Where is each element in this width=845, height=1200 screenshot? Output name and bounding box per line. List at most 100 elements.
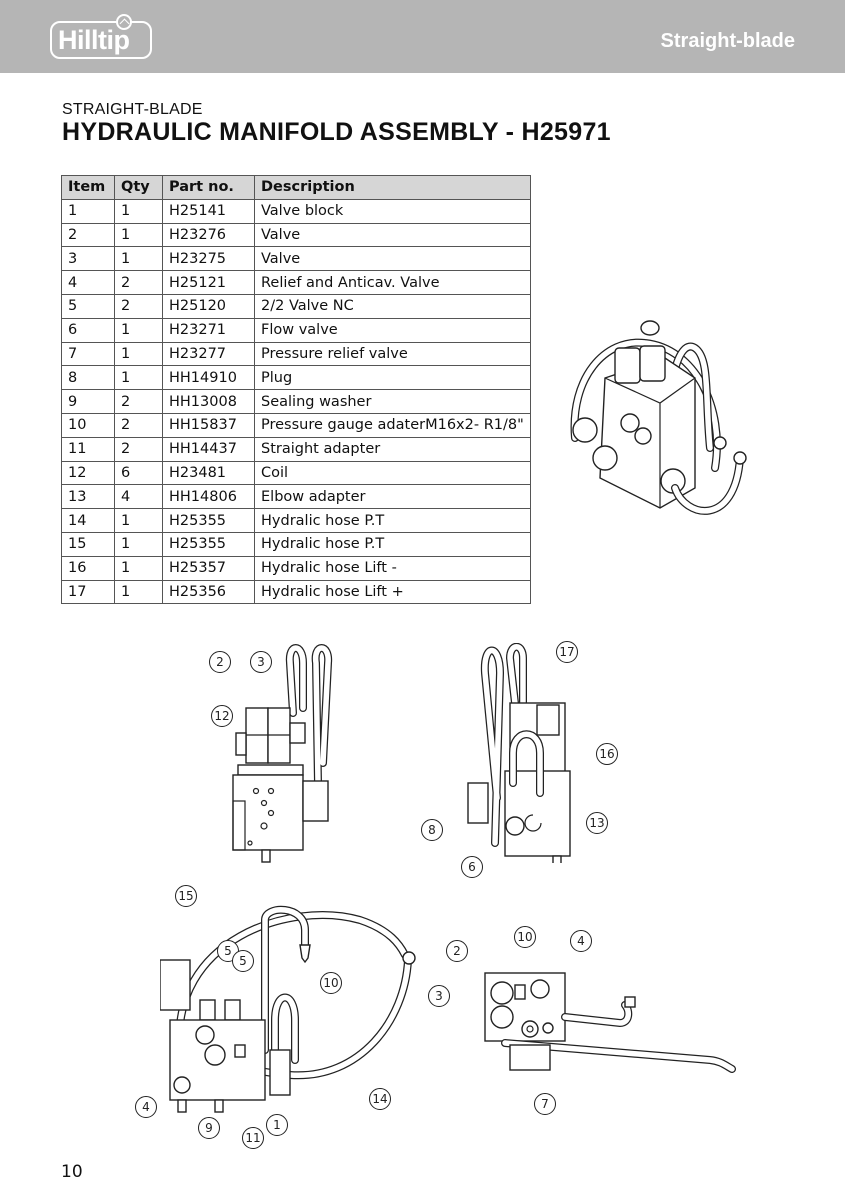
- cell-part-no: H25355: [162, 531, 255, 557]
- top-view-diagram: [484, 972, 736, 1073]
- cell-part-no: H25357: [162, 555, 255, 581]
- cell-qty: 2: [114, 412, 163, 438]
- cell-part-no: H23481: [162, 460, 255, 486]
- cell-part-no: H25355: [162, 508, 255, 533]
- cell-part-no: H25121: [162, 270, 255, 295]
- cell-part-no: H25141: [162, 198, 255, 224]
- cell-part-no: HH14806: [162, 484, 255, 510]
- cell-part-no: H23271: [162, 317, 255, 343]
- cell-description: Valve: [254, 222, 531, 248]
- cell-qty: 4: [114, 484, 163, 510]
- cell-qty: 1: [114, 341, 163, 367]
- cell-item: 12: [61, 460, 115, 486]
- cell-description: Straight adapter: [254, 436, 531, 462]
- cell-part-no: HH15837: [162, 412, 255, 438]
- cell-description: Flow valve: [254, 317, 531, 343]
- cell-description: Pressure gauge adaterM16x2- R1/8": [254, 412, 531, 438]
- cell-description: Hydralic hose P.T: [254, 531, 531, 557]
- callout-front-view: 2: [209, 651, 231, 673]
- cell-description: Relief and Anticav. Valve: [254, 270, 531, 295]
- callout-front-view: 3: [250, 651, 272, 673]
- logo-peak-icon: [116, 14, 132, 30]
- page-title: HYDRAULIC MANIFOLD ASSEMBLY - H25971: [62, 118, 611, 146]
- callout-side-view: 14: [369, 1088, 391, 1110]
- cell-item: 6: [61, 317, 115, 343]
- callout-rear-view: 13: [586, 812, 608, 834]
- cell-item: 9: [61, 389, 115, 414]
- cell-qty: 1: [114, 222, 163, 248]
- cell-item: 5: [61, 293, 115, 319]
- cell-part-no: H23277: [162, 341, 255, 367]
- callout-front-view: 12: [211, 705, 233, 727]
- cell-qty: 2: [114, 293, 163, 319]
- header-item: Item: [61, 175, 115, 200]
- callout-side-view: 10: [320, 972, 342, 994]
- cell-item: 1: [61, 198, 115, 224]
- cell-description: Elbow adapter: [254, 484, 531, 510]
- section-label: Straight-blade: [660, 30, 795, 52]
- cell-description: Hydralic hose Lift +: [254, 579, 531, 605]
- callout-top-view: 4: [570, 930, 592, 952]
- front-view-diagram: [232, 644, 333, 863]
- cell-part-no: H25356: [162, 579, 255, 605]
- cell-description: Hydralic hose Lift -: [254, 555, 531, 581]
- callout-top-view: 2: [446, 940, 468, 962]
- callout-top-view: 7: [534, 1093, 556, 1115]
- cell-qty: 2: [114, 389, 163, 414]
- cell-description: Pressure relief valve: [254, 341, 531, 367]
- cell-item: 4: [61, 270, 115, 295]
- cell-part-no: H23276: [162, 222, 255, 248]
- cell-description: Plug: [254, 365, 531, 391]
- cell-qty: 1: [114, 531, 163, 557]
- cell-part-no: HH13008: [162, 389, 255, 414]
- cell-qty: 1: [114, 246, 163, 272]
- cell-description: 2/2 Valve NC: [254, 293, 531, 319]
- isometric-view-diagram: [570, 320, 747, 515]
- cell-qty: 6: [114, 460, 163, 486]
- cell-qty: 1: [114, 198, 163, 224]
- cell-description: Valve: [254, 246, 531, 272]
- cell-part-no: HH14910: [162, 365, 255, 391]
- cell-qty: 1: [114, 579, 163, 605]
- cell-description: Hydralic hose P.T: [254, 508, 531, 533]
- callout-side-view: 11: [242, 1127, 264, 1149]
- cell-item: 10: [61, 412, 115, 438]
- cell-item: 2: [61, 222, 115, 248]
- page-number: 10: [61, 1162, 83, 1182]
- callout-rear-view: 6: [461, 856, 483, 878]
- callout-side-view: 4: [135, 1096, 157, 1118]
- side-view-diagram: [160, 905, 416, 1113]
- callout-rear-view: 17: [556, 641, 578, 663]
- cell-item: 17: [61, 579, 115, 605]
- cell-qty: 1: [114, 508, 163, 533]
- callout-top-view: 3: [428, 985, 450, 1007]
- cell-item: 15: [61, 531, 115, 557]
- cell-item: 14: [61, 508, 115, 533]
- hilltip-logo: Hilltip: [50, 14, 152, 59]
- cell-item: 7: [61, 341, 115, 367]
- cell-item: 16: [61, 555, 115, 581]
- cell-item: 3: [61, 246, 115, 272]
- cell-part-no: HH14437: [162, 436, 255, 462]
- callout-rear-view: 16: [596, 743, 618, 765]
- table-header-row: Item Qty Part no. Description: [61, 175, 531, 200]
- callout-rear-view: 8: [421, 819, 443, 841]
- cell-item: 8: [61, 365, 115, 391]
- rear-view-diagram: [467, 643, 571, 863]
- header-part-no: Part no.: [162, 175, 255, 200]
